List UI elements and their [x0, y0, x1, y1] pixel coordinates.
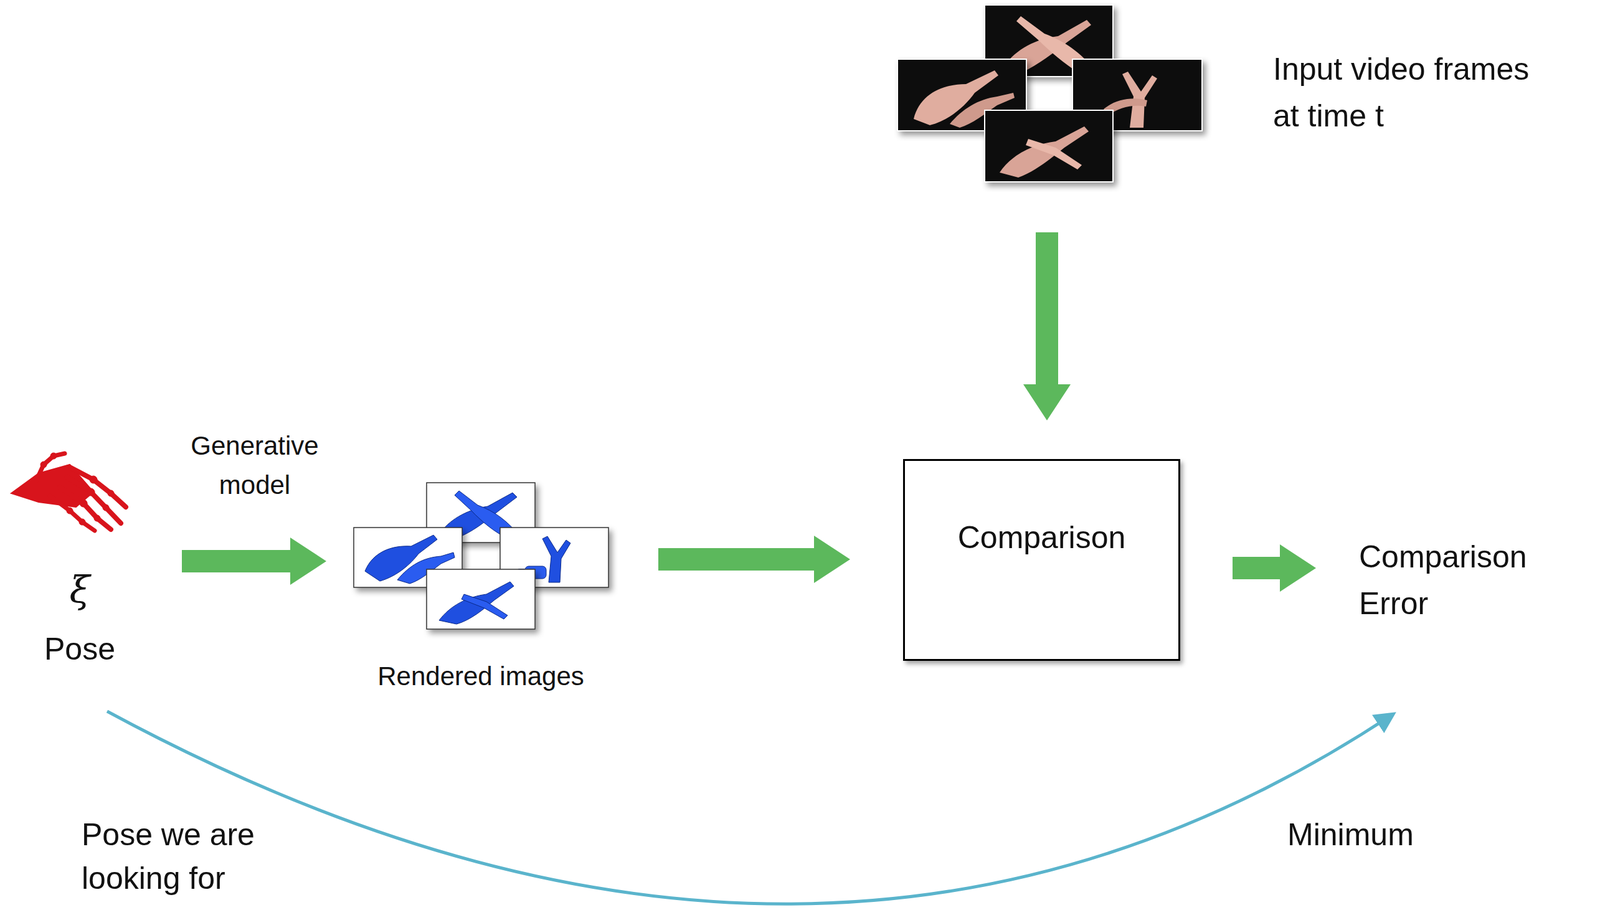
optimisation-curve: [107, 711, 1393, 904]
input-label: Input video frames at time t: [1273, 46, 1554, 140]
box-label: Comparison: [904, 514, 1179, 562]
goal-label: Pose we are looking for: [81, 812, 294, 900]
arrow-label: Generative model: [173, 426, 336, 505]
pose-symbol: ξ: [48, 561, 111, 618]
rendered-frames: [353, 482, 609, 630]
comparison-box: Comparison: [903, 459, 1181, 661]
pose-skeleton: [11, 452, 126, 531]
output-label: Comparison Error: [1358, 533, 1546, 628]
video-frames: [897, 4, 1203, 182]
caption-label: Rendered images: [356, 656, 606, 696]
goal-label: Minimum: [1287, 812, 1475, 857]
pose-label: Pose: [17, 625, 143, 673]
